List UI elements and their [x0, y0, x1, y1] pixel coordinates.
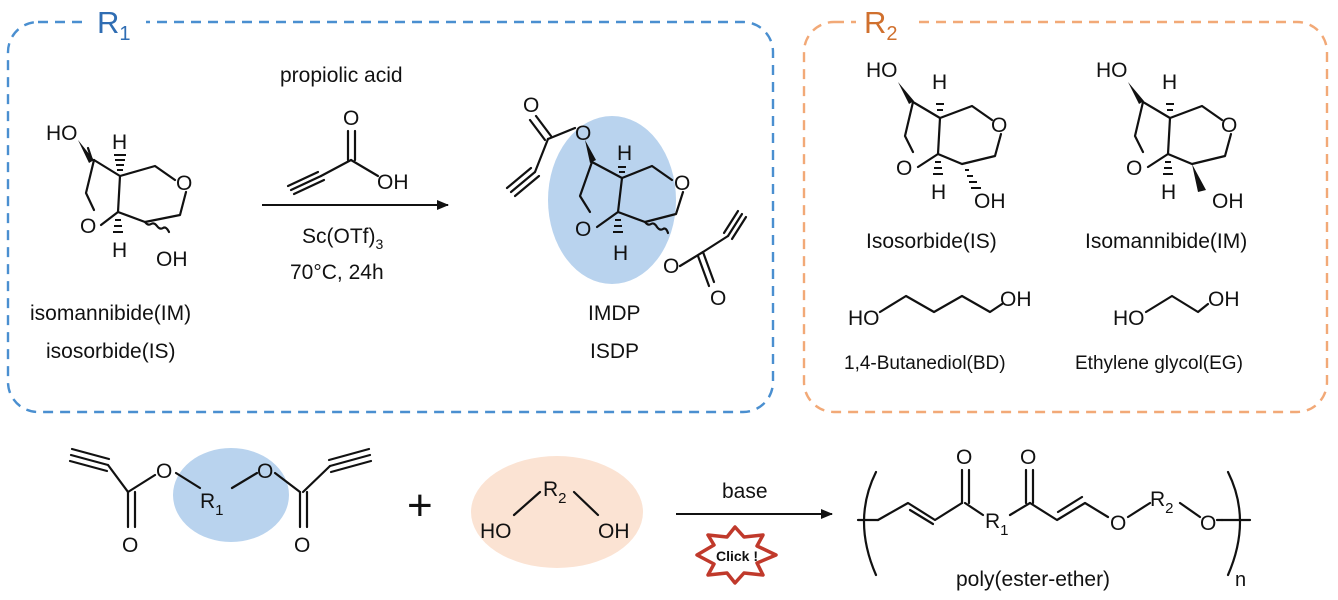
svg-text:H: H — [1162, 71, 1177, 94]
svg-text:HO: HO — [866, 59, 898, 82]
svg-text:O: O — [1126, 157, 1142, 180]
isomannibide-structure: HO O O H H OH — [1096, 59, 1244, 213]
product-structure: O O O O H H O O — [505, 94, 748, 310]
propiolic-acid-structure: O OH — [286, 107, 409, 196]
svg-text:OH: OH — [974, 190, 1006, 213]
isosorbide-label: Isosorbide(IS) — [866, 230, 997, 253]
svg-text:O: O — [1200, 512, 1216, 535]
r1-monomer-highlight — [173, 448, 289, 542]
svg-text:HO: HO — [848, 307, 880, 330]
r1-core-highlight — [548, 116, 676, 284]
svg-text:OH: OH — [1000, 288, 1032, 311]
isosorbide-structure: HO O O H H OH — [866, 59, 1007, 213]
reactant-name-2: isosorbide(IS) — [46, 340, 176, 363]
svg-text:O: O — [156, 460, 172, 483]
svg-text:OH: OH — [1212, 190, 1244, 213]
conditions-label: 70°C, 24h — [290, 261, 384, 284]
svg-text:H: H — [112, 239, 127, 262]
r1-box — [6, 20, 775, 414]
product-name-2: ISDP — [590, 340, 639, 363]
reactant-structure: HO O O H H OH — [46, 122, 192, 271]
svg-text:HO: HO — [1096, 59, 1128, 82]
svg-text:O: O — [896, 157, 912, 180]
catalyst-label: Sc(OTf)3 — [302, 225, 384, 252]
svg-text:O: O — [1020, 446, 1036, 469]
polymer-repeat-subscript: n — [1235, 569, 1246, 591]
svg-text:O: O — [663, 255, 679, 278]
svg-text:O: O — [1110, 512, 1126, 535]
svg-text:Click !: Click ! — [716, 548, 758, 564]
svg-text:H: H — [931, 181, 946, 204]
r1-box-label: R1 — [97, 5, 131, 45]
svg-text:O: O — [80, 215, 96, 238]
svg-text:H: H — [1161, 181, 1176, 204]
svg-text:O: O — [956, 446, 972, 469]
svg-text:H: H — [617, 142, 632, 165]
svg-text:R2: R2 — [543, 478, 567, 507]
isomannibide-label: Isomannibide(IM) — [1085, 230, 1247, 253]
svg-text:R2: R2 — [1150, 488, 1174, 517]
svg-text:OH: OH — [377, 171, 409, 194]
ethylene-glycol-structure: HO OH — [1113, 288, 1240, 330]
polymer-structure: O R1 O O R2 O — [856, 446, 1252, 577]
reagent-title: propiolic acid — [280, 64, 403, 87]
svg-text:O: O — [343, 107, 359, 130]
base-label: base — [722, 480, 768, 503]
svg-text:R1: R1 — [985, 510, 1009, 539]
svg-text:O: O — [294, 534, 310, 557]
r2-monomer-highlight — [471, 456, 643, 568]
svg-text:H: H — [613, 242, 628, 265]
svg-text:O: O — [575, 218, 591, 241]
svg-text:HO: HO — [1113, 307, 1145, 330]
click-badge: Click ! — [695, 525, 778, 585]
svg-text:OH: OH — [598, 520, 630, 543]
svg-text:O: O — [991, 114, 1007, 137]
product-name-1: IMDP — [588, 302, 641, 325]
diol-structure: R2 HO OH — [480, 478, 630, 543]
dipropiolate-structure: O O R1 O O — [68, 447, 373, 557]
svg-text:O: O — [710, 287, 726, 310]
svg-text:O: O — [523, 94, 539, 117]
svg-text:H: H — [932, 71, 947, 94]
svg-text:HO: HO — [46, 122, 78, 145]
plus-sign: + — [407, 481, 433, 530]
reactant-name-1: isomannibide(IM) — [30, 302, 191, 325]
svg-text:H: H — [112, 131, 127, 154]
ethylene-glycol-label: Ethylene glycol(EG) — [1075, 353, 1243, 374]
polymer-name: poly(ester-ether) — [956, 568, 1110, 591]
svg-text:O: O — [176, 172, 192, 195]
r2-box-label: R2 — [864, 5, 898, 45]
svg-text:O: O — [122, 534, 138, 557]
svg-text:OH: OH — [156, 248, 188, 271]
svg-text:O: O — [257, 460, 273, 483]
svg-text:O: O — [575, 122, 591, 145]
svg-text:OH: OH — [1208, 288, 1240, 311]
svg-text:HO: HO — [480, 520, 512, 543]
butanediol-structure: HO OH — [848, 288, 1032, 330]
svg-text:O: O — [1221, 114, 1237, 137]
svg-text:R1: R1 — [200, 490, 224, 519]
svg-text:O: O — [674, 172, 690, 195]
butanediol-label: 1,4-Butanediol(BD) — [844, 353, 1006, 374]
